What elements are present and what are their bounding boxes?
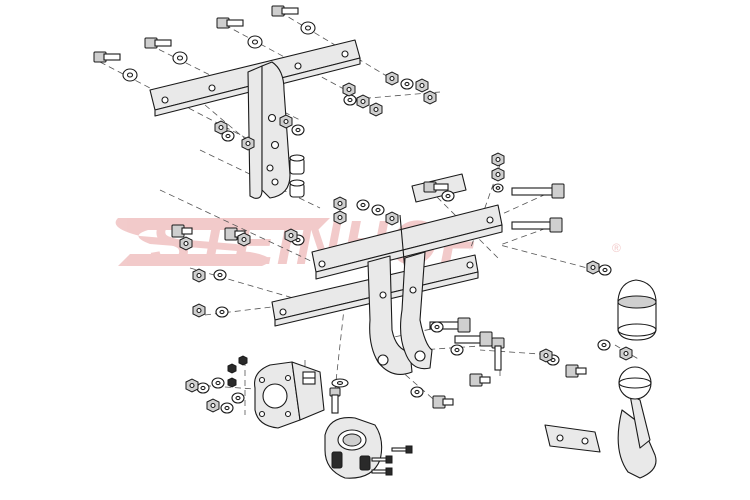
nuts bbox=[179, 71, 633, 413]
bolt-icon bbox=[491, 337, 505, 371]
nut-icon bbox=[385, 71, 399, 86]
bolt-icon bbox=[371, 455, 393, 464]
bolts bbox=[93, 5, 587, 476]
nut-icon bbox=[241, 136, 255, 151]
vertical-bracket bbox=[247, 61, 291, 199]
washer-icon bbox=[291, 124, 305, 136]
nut-icon bbox=[227, 363, 237, 374]
washer-icon bbox=[400, 78, 414, 90]
bolt-icon bbox=[469, 373, 491, 387]
ball-cover bbox=[617, 279, 657, 341]
tow-ball-arm bbox=[544, 366, 657, 479]
washer-icon bbox=[598, 264, 612, 276]
logo-swoosh bbox=[115, 218, 330, 266]
nut-icon bbox=[238, 355, 248, 366]
nut-icon bbox=[385, 211, 399, 226]
washer-icon bbox=[492, 183, 504, 193]
logo-registered-mark: ® bbox=[612, 241, 621, 255]
nut-icon bbox=[192, 303, 206, 318]
washer-icon bbox=[213, 269, 227, 281]
nut-icon bbox=[619, 346, 633, 361]
nut-icon bbox=[491, 152, 505, 167]
ball-cover-icon bbox=[617, 279, 657, 341]
nut-icon bbox=[586, 260, 600, 275]
nut-icon bbox=[539, 348, 553, 363]
nut-icon bbox=[333, 210, 347, 225]
bolt-icon bbox=[454, 331, 493, 347]
bolt-icon bbox=[216, 17, 244, 29]
washer-icon bbox=[430, 321, 444, 333]
nut-icon bbox=[415, 78, 429, 93]
nut-icon bbox=[179, 236, 193, 251]
nut-icon bbox=[206, 398, 220, 413]
washer-icon bbox=[410, 386, 424, 398]
nut-icon bbox=[214, 120, 228, 135]
bolt-icon bbox=[371, 467, 393, 476]
bolt-icon bbox=[429, 317, 471, 333]
washer-icon bbox=[211, 377, 225, 389]
bolt-icon bbox=[171, 224, 193, 238]
washer-icon bbox=[597, 339, 611, 351]
bolt-icon bbox=[144, 37, 172, 49]
nut-icon bbox=[369, 102, 383, 117]
washer-icon bbox=[356, 199, 370, 211]
bolt-icon bbox=[432, 395, 454, 409]
nut-icon bbox=[185, 378, 199, 393]
nut-icon bbox=[237, 232, 251, 247]
nut-icon bbox=[342, 82, 356, 97]
washer-icon bbox=[300, 21, 316, 35]
nut-icon bbox=[279, 114, 293, 129]
electrical-socket bbox=[324, 417, 383, 479]
washer-icon bbox=[215, 306, 229, 318]
washer-icon bbox=[343, 94, 357, 106]
washer-icon bbox=[331, 378, 349, 388]
washer-icon bbox=[172, 51, 188, 65]
washer-icon bbox=[441, 190, 455, 202]
central-hanger-bracket bbox=[367, 251, 433, 375]
nut-icon bbox=[284, 228, 298, 243]
bolt-icon bbox=[423, 181, 449, 193]
washer-icon bbox=[220, 402, 234, 414]
electrical-bracket-plate bbox=[254, 361, 325, 429]
nut-icon bbox=[423, 90, 437, 105]
bolt-icon bbox=[565, 364, 587, 378]
bolt-icon bbox=[271, 5, 299, 17]
bolt-icon bbox=[329, 387, 341, 414]
bolt-icon bbox=[93, 51, 121, 63]
nut-icon bbox=[227, 377, 237, 388]
washer-icon bbox=[371, 204, 385, 216]
spacer-tubes bbox=[289, 154, 305, 198]
nut-icon bbox=[192, 268, 206, 283]
washer-icon bbox=[196, 382, 210, 394]
tow-ball-icon bbox=[618, 366, 652, 400]
nut-icon bbox=[491, 167, 505, 182]
bolt-icon bbox=[511, 183, 565, 199]
washer-icon bbox=[247, 35, 263, 49]
washers bbox=[122, 21, 612, 414]
washer-icon bbox=[221, 130, 235, 142]
bolt-icon bbox=[391, 445, 413, 454]
bolt-icon bbox=[511, 217, 563, 233]
washer-icon bbox=[231, 392, 245, 404]
nut-icon bbox=[356, 94, 370, 109]
nut-icon bbox=[333, 196, 347, 211]
washer-icon bbox=[450, 344, 464, 356]
washer-icon bbox=[122, 68, 138, 82]
